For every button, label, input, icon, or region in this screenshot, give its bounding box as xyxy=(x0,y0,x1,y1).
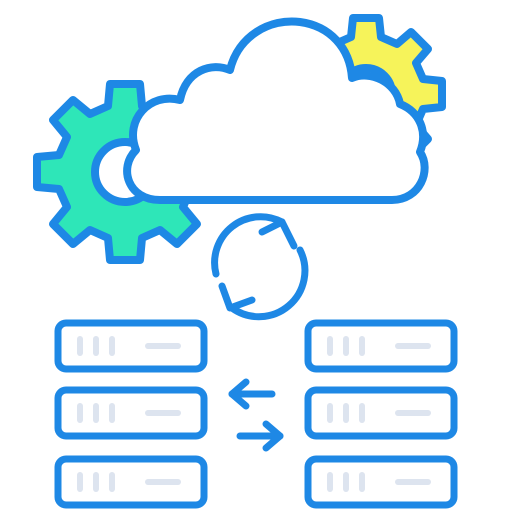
server-unit xyxy=(304,455,458,509)
transfer-arrows-icon xyxy=(228,378,284,452)
server-rack-left xyxy=(54,319,208,509)
server-unit xyxy=(304,319,458,373)
server-unit xyxy=(54,455,208,509)
server-rack-right xyxy=(304,319,458,509)
server-unit xyxy=(304,386,458,440)
sync-icon xyxy=(211,213,309,321)
server-unit xyxy=(54,386,208,440)
server-unit xyxy=(54,319,208,373)
cloud-icon xyxy=(123,17,429,204)
